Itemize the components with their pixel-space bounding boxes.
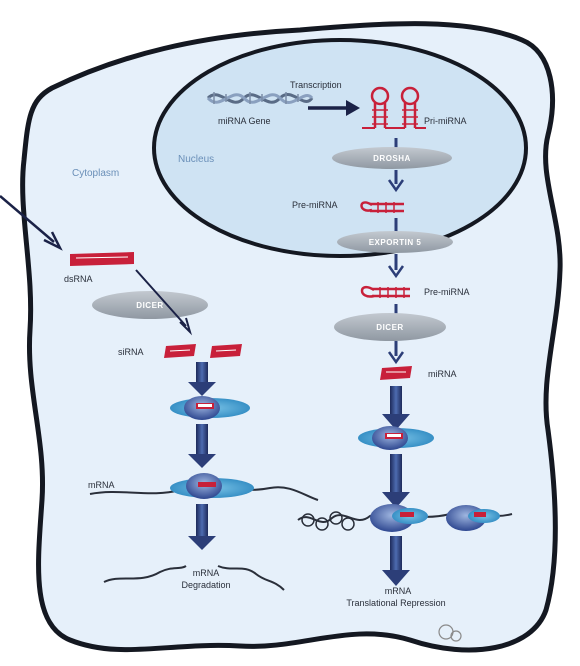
arrow-left-3-icon: [188, 504, 216, 550]
nucleus-label: Nucleus: [178, 154, 214, 165]
dicer-right-enzyme: DICER: [334, 313, 446, 341]
exportin5-label: EXPORTIN 5: [369, 238, 422, 247]
dicer-left-enzyme: DICER: [92, 291, 208, 319]
mrna-repression-label-1: mRNA: [385, 586, 412, 596]
pre-mirna-nuclear-hairpin-icon: [360, 201, 404, 213]
arrow-exportin-down-icon: [387, 254, 405, 279]
drosha-enzyme: DROSHA: [332, 147, 452, 169]
sirna-label: siRNA: [118, 347, 144, 357]
mrna-left-label: mRNA: [88, 480, 115, 490]
mrna-ribosomes-right-icon: [297, 504, 513, 532]
sirna-duplexes-icon: [164, 344, 242, 358]
mirna-gene-label: miRNA Gene: [218, 116, 271, 126]
mrna-degradation-label-2: Degradation: [181, 580, 230, 590]
pre-mirna-nuclear-label: Pre-miRNA: [292, 200, 338, 210]
dsrna-molecule-icon: [70, 252, 134, 266]
mrna-repression-label-2: Translational Repression: [346, 598, 445, 608]
arrow-right-3-icon: [382, 536, 410, 586]
arrow-right-2-icon: [382, 454, 410, 508]
mirna-duplex-icon: [380, 366, 412, 380]
mrna-degradation-label-1: mRNA: [193, 568, 220, 578]
degraded-mrna-fragments-icon: [103, 565, 285, 591]
mirna-gene-dna-icon: [206, 92, 314, 104]
arrow-dicer-right-down-icon: [387, 341, 405, 365]
dsrna-entry-arrow-icon: [0, 195, 63, 251]
arrow-drosha-down-icon: [387, 170, 405, 193]
arrow-dsrna-to-dicer-icon: [135, 269, 193, 336]
pri-mirna-hairpins-icon: [362, 86, 426, 129]
pre-mirna-cyto-label: Pre-miRNA: [424, 287, 470, 297]
arrow-right-1-icon: [382, 386, 410, 430]
mrna-risc-left-icon: [89, 473, 319, 501]
drosha-label: DROSHA: [373, 154, 411, 163]
dsrna-label: dsRNA: [64, 274, 93, 284]
arrow-left-2-icon: [188, 424, 216, 468]
arrow-left-1-icon: [188, 362, 216, 396]
risc-complex-right-icon: [358, 426, 434, 450]
dicer-left-label: DICER: [136, 301, 163, 310]
pre-mirna-cyto-hairpin-icon: [360, 286, 410, 298]
nucleus: [152, 38, 528, 258]
dicer-right-label: DICER: [376, 323, 403, 332]
mirna-label: miRNA: [428, 369, 457, 379]
transcription-label: Transcription: [290, 80, 342, 90]
cytoplasm-label: Cytoplasm: [72, 168, 119, 179]
exportin5-enzyme: EXPORTIN 5: [337, 231, 453, 253]
transcription-arrow-icon: [308, 100, 360, 116]
watermark-logo-icon: [438, 624, 462, 642]
pri-mirna-label: Pri-miRNA: [424, 116, 467, 126]
risc-complex-left-icon: [170, 396, 250, 420]
